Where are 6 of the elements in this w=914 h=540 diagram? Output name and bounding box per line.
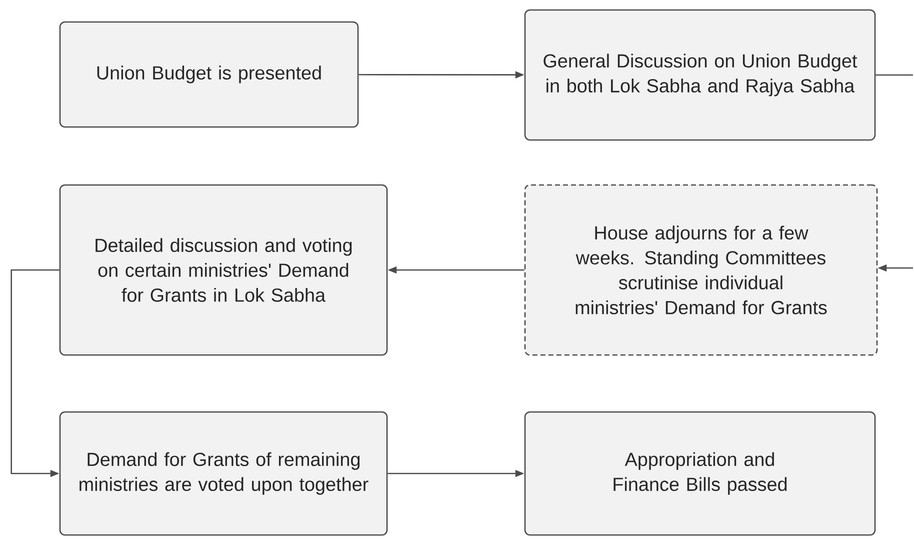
process-box: Detailed discussion and voting on certain ministries' Demand for Grants in Lok Sabha — [59, 184, 388, 356]
process-box: Union Budget is presented — [59, 21, 359, 128]
process-box: House adjourns for a few weeks. Standing Committees scrutinise individual ministries' Demand for Grants — [524, 184, 878, 356]
process-box: Demand for Grants of remaining ministries are voted upon together — [59, 411, 388, 536]
process-box: Appropriation and Finance Bills passed — [524, 411, 876, 536]
process-box: General Discussion on Union Budget in both Lok Sabha and Rajya Sabha — [524, 9, 876, 141]
